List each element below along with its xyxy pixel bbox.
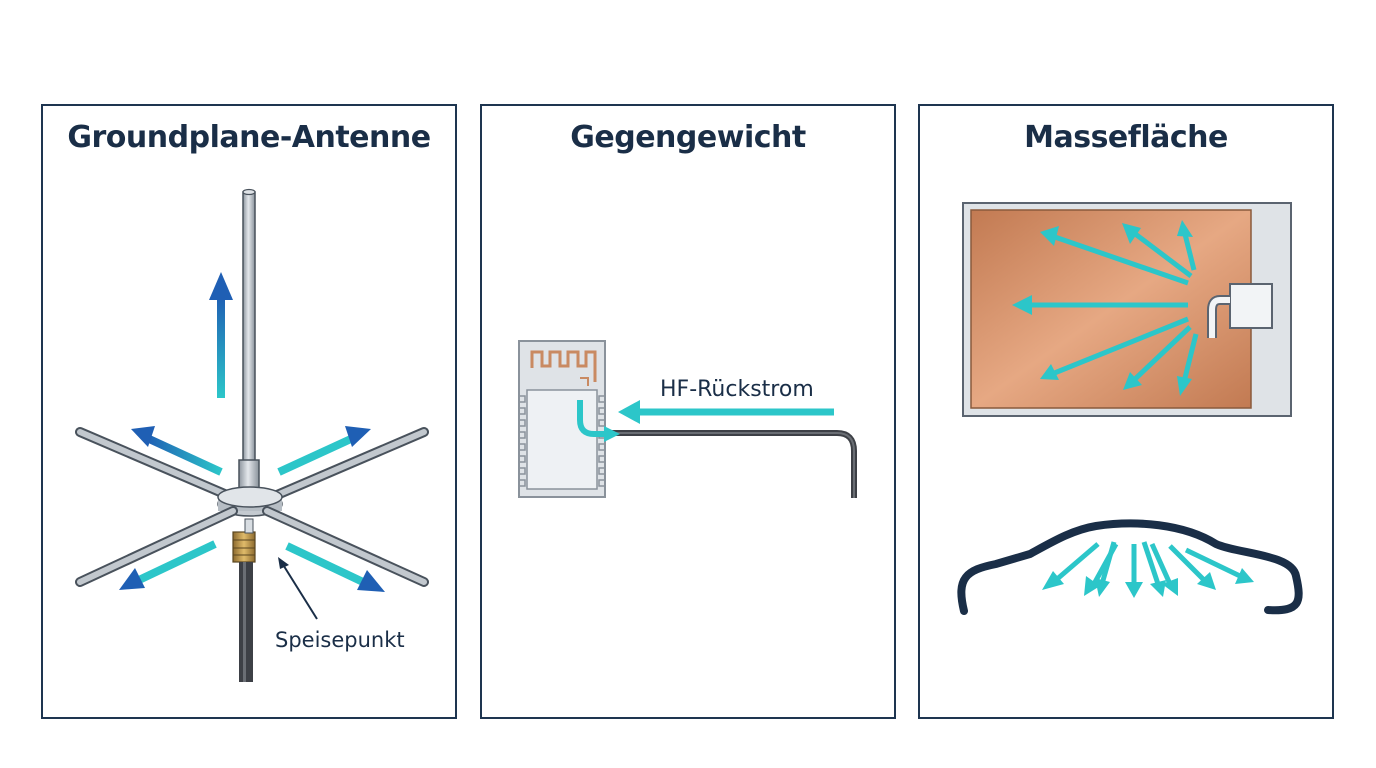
car-body-outline	[957, 519, 1303, 615]
ground-plane-illustration	[957, 202, 1303, 615]
return-current-arrow	[618, 400, 834, 424]
panel-title: Groundplane-Antenne	[67, 120, 431, 155]
current-label: HF-Rückstrom	[660, 377, 814, 402]
connector	[232, 531, 256, 563]
arrow-lower-left	[119, 540, 217, 590]
radiator-rod	[242, 191, 256, 473]
panel-title: Massefläche	[1024, 120, 1228, 155]
feed-label: Speisepunkt	[275, 628, 405, 652]
arrow-up	[209, 272, 233, 398]
arrow-lower-right	[285, 542, 385, 592]
fan-arrowheads-pcb	[1012, 220, 1193, 396]
counterpoise-illustration: HF-Rückstrom	[518, 340, 857, 498]
rf-module	[518, 340, 606, 498]
arrow-upper-left	[131, 426, 223, 476]
return-current-bend-arrow	[577, 400, 620, 442]
fan-arrows-car	[1054, 541, 1242, 586]
groundplane-antenna-illustration: Speisepunkt	[75, 188, 429, 682]
pcb-connector	[1229, 283, 1273, 329]
panel-ground-plane: Massefläche	[918, 104, 1334, 719]
panel-title: Gegengewicht	[570, 120, 806, 155]
panel-counterpoise: Gegengewicht HF-Rückstrom	[480, 104, 896, 719]
feed-pointer-line	[281, 562, 318, 620]
fan-arrows-pcb	[1028, 231, 1199, 383]
copper-ground-plane	[970, 209, 1252, 409]
panel-groundplane: Groundplane-Antenne	[41, 104, 457, 719]
pcb-antenna-trace	[530, 350, 597, 382]
arrow-upper-right	[277, 426, 371, 476]
radial-rods	[75, 427, 429, 509]
cable	[605, 430, 857, 498]
fan-arrowheads-car	[1042, 568, 1254, 598]
